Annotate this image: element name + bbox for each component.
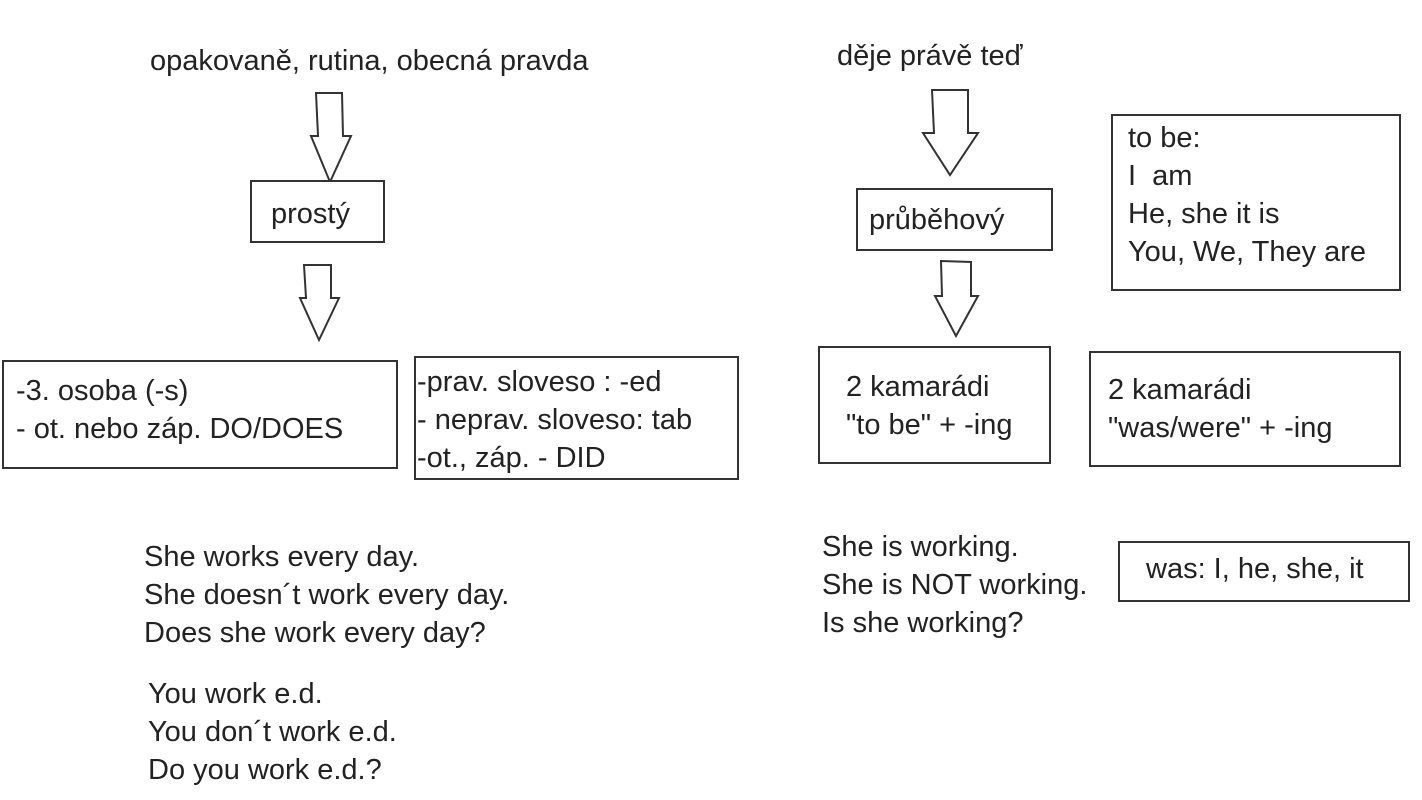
was-box: was: I, he, she, it: [1118, 541, 1410, 602]
continuous-past-box: 2 kamarádi "was/were" + -ing: [1089, 351, 1401, 467]
example-sentence: Does she work every day?: [144, 617, 486, 649]
simple-label: prostý: [271, 198, 350, 230]
box-line: - neprav. sloveso: tab: [417, 404, 693, 436]
example-sentence: She works every day.: [144, 541, 420, 573]
continuous-box: průběhový: [856, 188, 1053, 251]
box-line: -3. osoba (-s): [16, 375, 189, 407]
box-line: 2 kamarádi: [1108, 374, 1252, 406]
arrow-down-icon: [309, 92, 353, 185]
continuous-past-text: 2 kamarádi "was/were" + -ing: [1108, 371, 1332, 447]
examples-you-simple: You work e.d. You don´t work e.d. Do you…: [148, 675, 397, 789]
box-line: I am: [1128, 160, 1193, 192]
arrow-down-icon: [921, 89, 980, 177]
simple-present-box: -3. osoba (-s) - ot. nebo záp. DO/DOES: [2, 360, 398, 469]
simple-present-text: -3. osoba (-s) - ot. nebo záp. DO/DOES: [16, 372, 343, 448]
arrow-down-icon: [298, 264, 341, 343]
simple-past-box: -prav. sloveso : -ed - neprav. sloveso: …: [414, 356, 739, 480]
example-sentence: You work e.d.: [148, 678, 323, 710]
example-sentence: Do you work e.d.?: [148, 754, 382, 786]
box-line: - ot. nebo záp. DO/DOES: [16, 413, 344, 445]
simple-past-text: -prav. sloveso : -ed - neprav. sloveso: …: [417, 363, 692, 477]
continuous-label: průběhový: [869, 204, 1005, 236]
box-line: You, We, They are: [1128, 236, 1367, 268]
example-sentence: She is working.: [822, 531, 1019, 563]
heading-simple-usage: opakovaně, rutina, obecná pravda: [150, 45, 589, 77]
continuous-present-text: 2 kamarádi "to be" + -ing: [846, 368, 1013, 444]
heading-continuous-usage: děje právě teď: [837, 40, 1023, 72]
examples-continuous: She is working. She is NOT working. Is s…: [822, 528, 1087, 642]
box-line: "was/were" + -ing: [1108, 412, 1333, 444]
box-line: -prav. sloveso : -ed: [417, 366, 662, 398]
continuous-present-box: 2 kamarádi "to be" + -ing: [818, 346, 1051, 464]
arrow-down-icon: [933, 259, 980, 339]
example-sentence: She doesn´t work every day.: [144, 579, 510, 611]
box-line: "to be" + -ing: [846, 409, 1013, 441]
examples-she-simple: She works every day. She doesn´t work ev…: [144, 538, 509, 652]
was-text: was: I, he, she, it: [1146, 553, 1364, 585]
simple-box: prostý: [250, 180, 385, 243]
example-sentence: Is she working?: [822, 607, 1024, 639]
box-line: to be:: [1128, 122, 1201, 154]
box-line: He, she it is: [1128, 198, 1280, 230]
to-be-box: to be: I am He, she it is You, We, They …: [1111, 114, 1401, 291]
box-line: -ot., záp. - DID: [417, 442, 606, 474]
to-be-text: to be: I am He, she it is You, We, They …: [1128, 119, 1366, 271]
box-line: 2 kamarádi: [846, 371, 990, 403]
example-sentence: She is NOT working.: [822, 569, 1088, 601]
example-sentence: You don´t work e.d.: [148, 716, 397, 748]
